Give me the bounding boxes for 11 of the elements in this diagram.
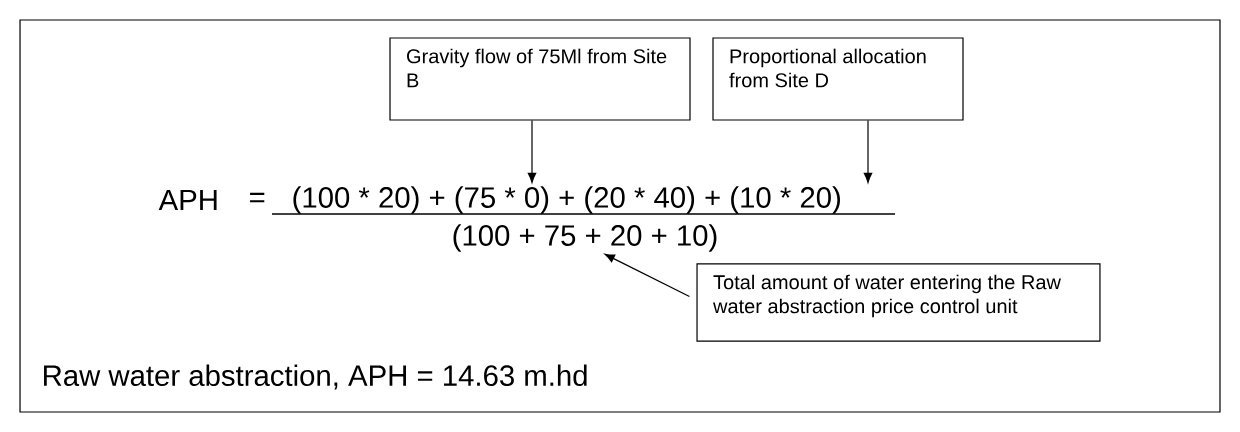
text-box: Proportional allocation from Site D [712, 37, 964, 121]
text-box: Gravity flow of 75Ml from Site B [389, 37, 691, 121]
arrow [527, 120, 537, 183]
result-text: Raw water abstraction, APH = 14.63 m.hd [44, 364, 587, 390]
arrow [863, 120, 873, 183]
arrow [604, 253, 691, 298]
formula-text: (100 * 20) + (75 * 0) + (20 * 40) + (10 * 20) [293, 186, 840, 214]
text-box: Total amount of water entering the Raw water abstraction price control unit [696, 263, 1101, 342]
formula-text: = [250, 192, 265, 203]
formula-text: APH [158, 189, 217, 211]
formula-text: (100 + 75 + 20 + 10) [453, 224, 717, 252]
